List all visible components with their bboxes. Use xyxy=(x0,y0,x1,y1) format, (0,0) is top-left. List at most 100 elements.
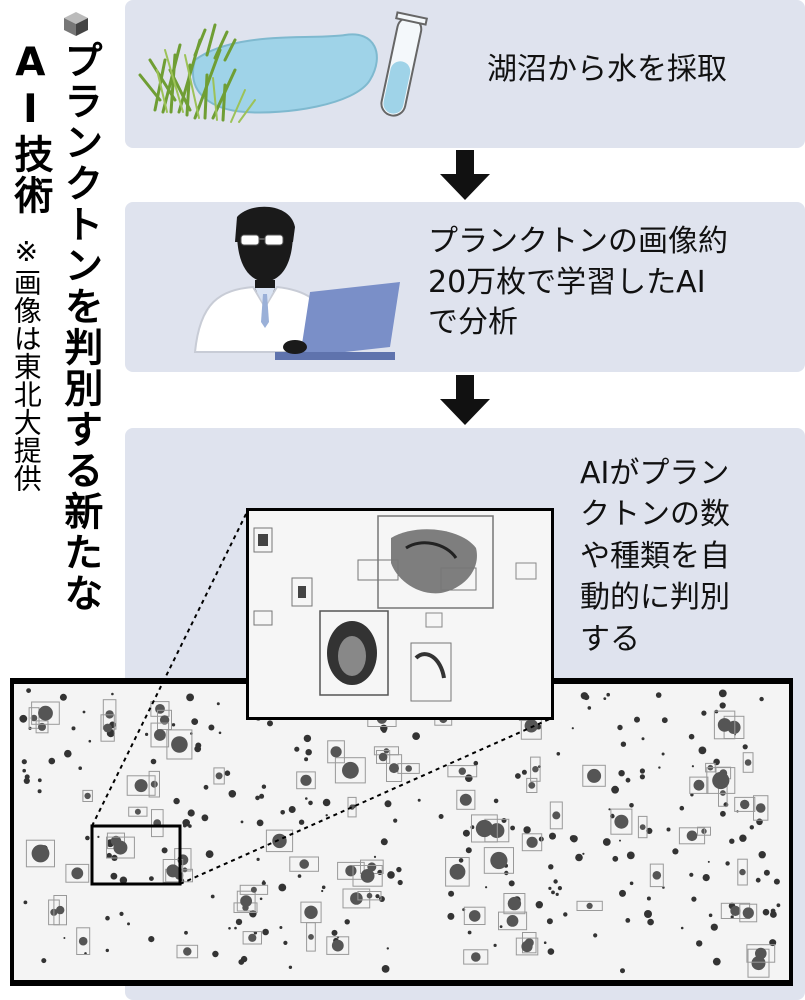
plankton-blob xyxy=(38,705,53,721)
plankton-speck xyxy=(467,930,472,935)
plankton-blob xyxy=(38,722,46,731)
plankton-blob xyxy=(552,811,561,820)
plankton-speck xyxy=(620,968,625,974)
plankton-blob xyxy=(755,803,766,813)
plankton-speck xyxy=(634,716,640,723)
plankton-speck xyxy=(688,733,695,740)
plankton-speck xyxy=(762,908,770,916)
plankton-speck xyxy=(105,948,110,953)
plankton-blob xyxy=(389,763,399,774)
plankton-speck xyxy=(37,778,42,783)
plankton-blob xyxy=(701,828,707,834)
plankton-speck xyxy=(462,829,470,837)
plankton-speck xyxy=(412,732,420,740)
plankton-speck xyxy=(82,710,86,714)
plankton-speck xyxy=(240,820,244,824)
detection-box xyxy=(76,927,91,956)
plankton-speck xyxy=(696,940,703,947)
plankton-speck xyxy=(187,809,195,817)
plankton-speck xyxy=(393,818,398,823)
down-arrow-icon xyxy=(440,375,490,425)
plankton-speck xyxy=(161,847,168,854)
plankton-speck xyxy=(381,965,390,973)
plankton-speck xyxy=(612,855,619,862)
plankton-speck xyxy=(458,858,464,863)
plankton-speck xyxy=(603,697,607,700)
plankton-blob xyxy=(171,736,188,753)
detection-box xyxy=(689,776,709,794)
plankton-speck xyxy=(707,860,710,863)
plankton-speck xyxy=(698,746,707,755)
plankton-speck xyxy=(629,881,634,886)
plankton-speck xyxy=(719,702,726,709)
plankton-blob xyxy=(528,782,536,789)
plankton-speck xyxy=(294,746,300,752)
plankton-speck xyxy=(97,835,100,838)
detection-box xyxy=(498,911,528,931)
plankton-speck xyxy=(396,866,402,873)
researcher-with-laptop-icon xyxy=(193,206,400,360)
plankton-blob xyxy=(471,952,481,962)
plankton-speck xyxy=(321,885,326,890)
detection-box xyxy=(239,884,269,895)
plankton-speck xyxy=(666,827,671,832)
plankton-speck xyxy=(186,693,195,702)
plankton-speck xyxy=(646,896,651,901)
plankton-blob xyxy=(240,895,253,907)
plankton-speck xyxy=(508,880,515,887)
plankton-blob xyxy=(345,865,357,877)
plankton-detection-image xyxy=(10,678,793,986)
plankton-speck xyxy=(655,692,662,698)
plankton-speck xyxy=(85,835,90,841)
plankton-blob xyxy=(308,934,314,940)
plankton-speck xyxy=(210,894,215,899)
title-line2: AI技術 xyxy=(7,40,53,216)
plankton-blob xyxy=(103,723,112,733)
plankton-speck xyxy=(417,798,421,802)
down-arrow-icon xyxy=(440,150,490,200)
plankton-speck xyxy=(485,886,488,889)
plankton-blob xyxy=(78,936,88,946)
plankton-speck xyxy=(279,926,283,929)
plankton-blob xyxy=(459,793,472,806)
plankton-blob xyxy=(614,814,629,829)
detection-box xyxy=(739,903,758,923)
plankton-blob xyxy=(506,915,519,927)
plankton-blob xyxy=(587,768,602,783)
detection-box xyxy=(306,922,316,952)
plankton-speck xyxy=(88,739,92,743)
plankton-speck xyxy=(183,824,187,828)
plankton-speck xyxy=(119,876,128,884)
plankton-speck xyxy=(149,876,154,881)
plankton-speck xyxy=(473,760,479,766)
plankton-speck xyxy=(618,770,625,777)
plankton-blob xyxy=(113,840,128,855)
plankton-blob xyxy=(30,714,38,722)
plankton-blob xyxy=(56,905,65,915)
plankton-speck xyxy=(773,878,780,885)
plankton-speck xyxy=(465,847,472,854)
plankton-speck xyxy=(493,798,499,804)
plankton-speck xyxy=(195,742,202,749)
detection-box xyxy=(65,863,90,883)
plankton-speck xyxy=(619,889,626,897)
title-line1: プランクトンを判別する新たな xyxy=(57,40,103,614)
plankton-speck xyxy=(205,850,214,858)
plankton-speck xyxy=(203,784,209,790)
plankton-speck xyxy=(710,923,718,931)
plankton-speck xyxy=(555,892,559,896)
detection-box xyxy=(713,710,736,740)
plankton-blob xyxy=(526,836,538,848)
detection-box xyxy=(463,949,489,965)
plankton-blob xyxy=(458,767,466,775)
plankton-speck xyxy=(730,915,734,919)
plankton-blob xyxy=(330,746,342,758)
plankton-speck xyxy=(749,825,754,830)
plankton-speck xyxy=(556,752,561,756)
plankton-blob xyxy=(739,868,746,876)
step-3-text: AIがプラン クトンの数 や種類を自 動的に判別 する xyxy=(580,456,730,657)
detection-box xyxy=(737,858,748,886)
plankton-blob xyxy=(272,833,287,849)
plankton-speck xyxy=(680,926,684,930)
plankton-speck xyxy=(549,832,556,840)
